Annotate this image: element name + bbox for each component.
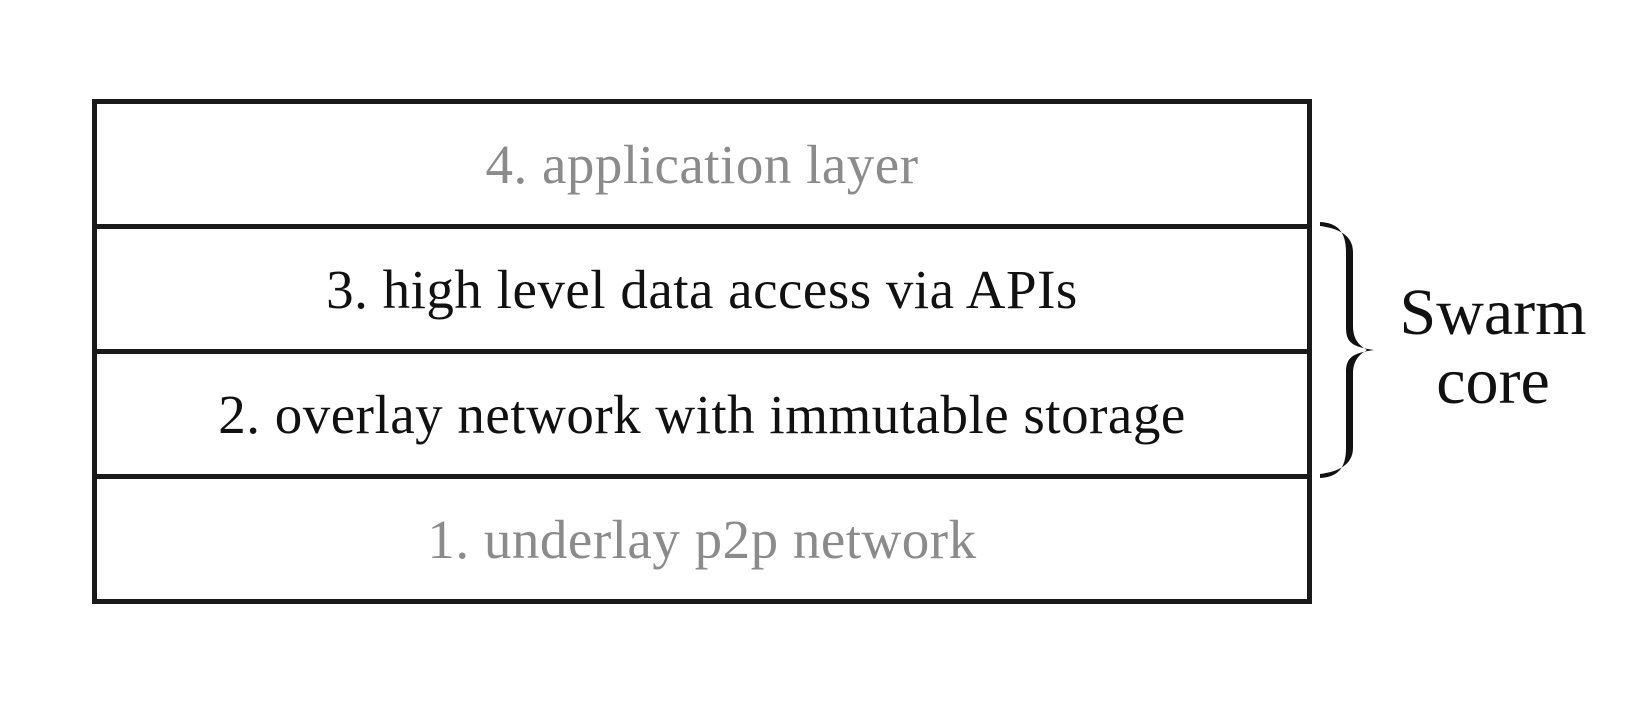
swarm-core-label: Swarm core — [1368, 276, 1618, 418]
swarm-core-label-line2: core — [1436, 344, 1550, 418]
right-curly-brace-icon — [1320, 222, 1374, 478]
layer-stack-box: 4. application layer 3. high level data … — [92, 99, 1312, 604]
layer-row-application: 4. application layer — [97, 104, 1307, 224]
layer-label-underlay-network: 1. underlay p2p network — [427, 508, 977, 570]
layer-label-api-access: 3. high level data access via APIs — [326, 258, 1078, 320]
swarm-core-label-line1: Swarm — [1399, 276, 1587, 349]
layer-label-application: 4. application layer — [485, 133, 919, 195]
layer-label-overlay-network: 2. overlay network with immutable storag… — [218, 383, 1186, 445]
layer-row-underlay-network: 1. underlay p2p network — [97, 474, 1307, 599]
layer-row-api-access: 3. high level data access via APIs — [97, 224, 1307, 349]
layer-row-overlay-network: 2. overlay network with immutable storag… — [97, 349, 1307, 474]
